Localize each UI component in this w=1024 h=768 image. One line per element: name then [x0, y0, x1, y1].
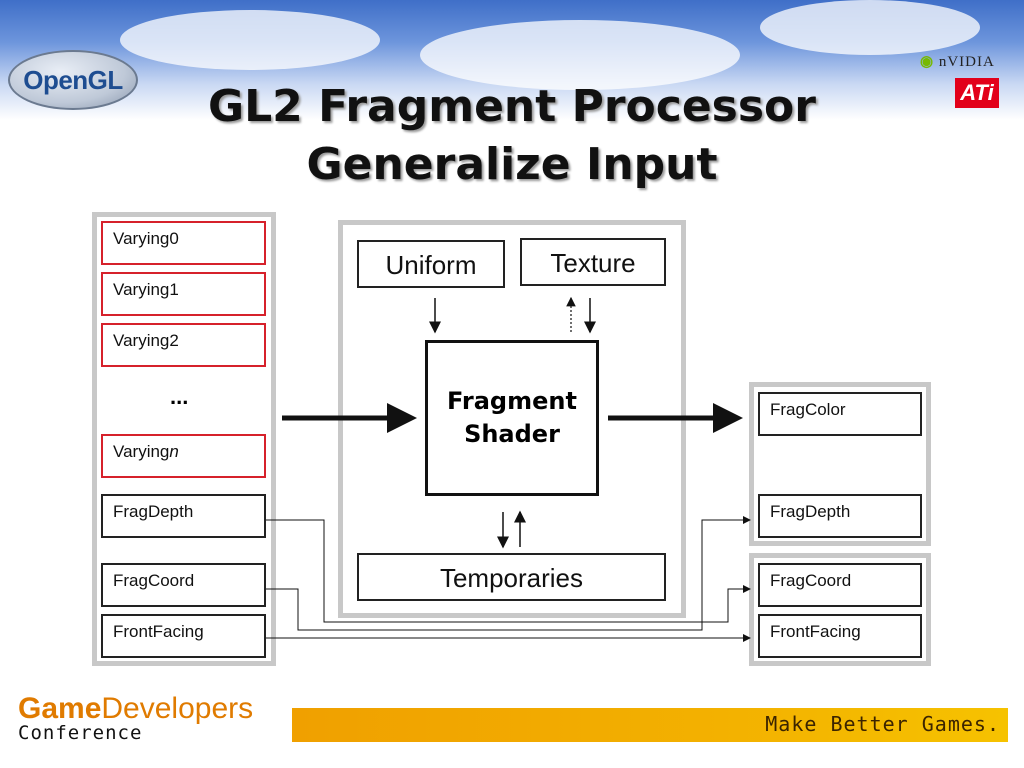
temporaries-box: Temporaries: [357, 553, 666, 601]
input-frontfacing-label: FrontFacing: [113, 622, 204, 641]
uniform-label: Uniform: [385, 250, 477, 280]
cloud: [760, 0, 980, 55]
opengl-logo: OpenGL: [8, 50, 138, 110]
output-fragdepth-box: FragDepth: [758, 494, 922, 538]
input-fragcoord-box: FragCoord: [101, 563, 266, 607]
shader-label-line2: Shader: [464, 420, 560, 448]
sky-background: [0, 0, 1024, 120]
varying1-box: Varying1: [101, 272, 266, 316]
slide-title: GL2 Fragment Processor Generalize Input: [0, 78, 1024, 194]
opengl-logo-text: OpenGL: [23, 64, 123, 95]
output-fragcoord-label: FragCoord: [770, 571, 852, 590]
varying2-box: Varying2: [101, 323, 266, 367]
varying0-box: Varying0: [101, 221, 266, 265]
tagline-text: Make Better Games.: [765, 712, 1000, 736]
slide-title-line1: GL2 Fragment Processor: [208, 81, 816, 132]
wire-fragcoord-to-fragdepth: [266, 516, 751, 631]
tagline-banner: Make Better Games.: [292, 708, 1008, 742]
input-fragdepth-box: FragDepth: [101, 494, 266, 538]
varyingn-box: Varyingn: [101, 434, 266, 478]
texture-label: Texture: [550, 248, 636, 278]
varying2-label: Varying2: [113, 331, 179, 350]
varyingn-label-suffix: n: [169, 442, 179, 461]
nvidia-logo: ◉ nVIDIA: [920, 52, 995, 71]
varying-ellipsis: ...: [170, 384, 189, 409]
uniform-box: Uniform: [357, 240, 505, 288]
nvidia-logo-text: nVIDIA: [938, 54, 995, 70]
temporaries-label: Temporaries: [439, 563, 584, 593]
input-frontfacing-box: FrontFacing: [101, 614, 266, 658]
wire-fragdepth-to-fragcoord: [266, 519, 751, 623]
gdc-logo: GameDevelopers Conference: [18, 692, 253, 744]
fragment-shader-box: Fragment Shader: [425, 340, 599, 496]
output-frontfacing-label: FrontFacing: [770, 622, 861, 641]
output-fragcolor-label: FragColor: [770, 400, 846, 419]
cloud: [420, 20, 740, 90]
gdc-logo-developers: Developers: [101, 692, 254, 725]
varying0-label: Varying0: [113, 229, 179, 248]
slide-title-line2: Generalize Input: [306, 139, 718, 190]
input-fragdepth-label: FragDepth: [113, 502, 194, 521]
gdc-logo-conference: Conference: [18, 722, 143, 744]
output-fragdepth-label: FragDepth: [770, 502, 851, 521]
shader-label-line1: Fragment: [447, 387, 577, 415]
texture-box: Texture: [520, 238, 666, 286]
output-fragcolor-box: FragColor: [758, 392, 922, 436]
output-fragcoord-box: FragCoord: [758, 563, 922, 607]
cloud: [120, 10, 380, 70]
varying1-label: Varying1: [113, 280, 179, 299]
nvidia-eye-icon: ◉: [920, 54, 935, 70]
gdc-logo-game: Game: [18, 692, 102, 725]
varyingn-label-prefix: Varying: [113, 442, 170, 461]
input-fragcoord-label: FragCoord: [113, 571, 195, 590]
output-frontfacing-box: FrontFacing: [758, 614, 922, 658]
ati-logo: ATi: [955, 78, 999, 108]
